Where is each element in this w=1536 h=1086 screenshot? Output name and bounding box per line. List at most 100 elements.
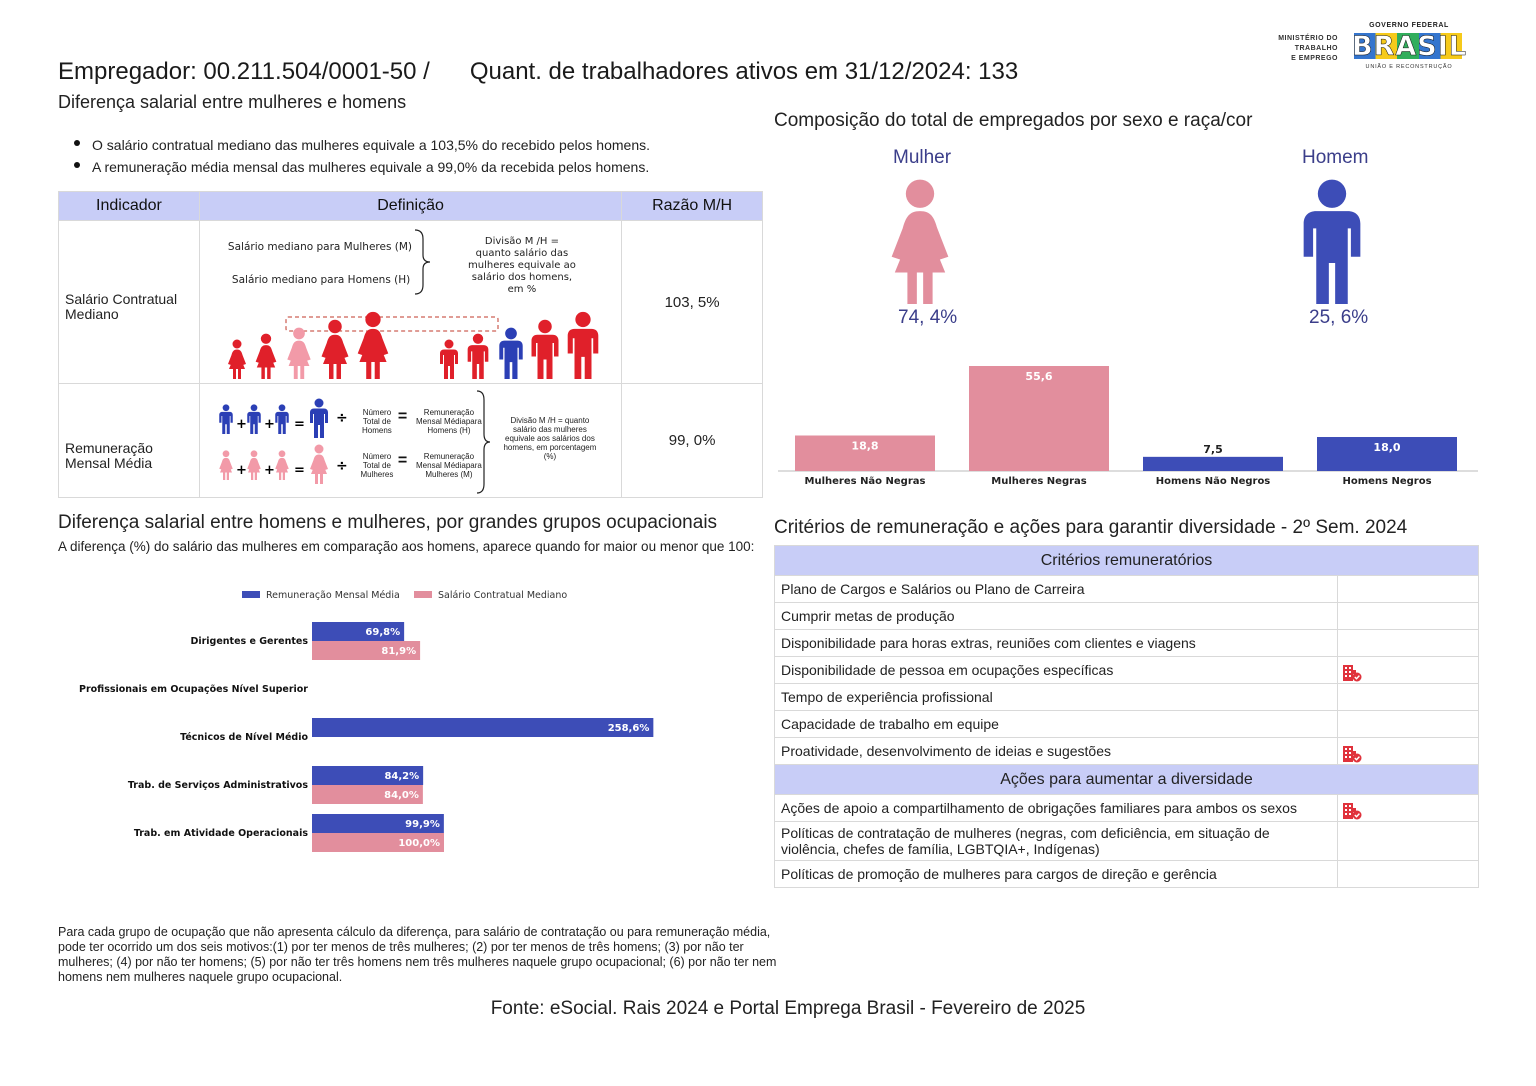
svg-text:+: + <box>236 417 247 432</box>
composition-bar-label: 18,0 <box>1373 441 1400 454</box>
composition-category-label: Mulheres Negras <box>991 476 1087 487</box>
svg-text:÷: ÷ <box>336 458 348 474</box>
man-icon <box>1303 179 1361 304</box>
ministry-line: TRABALHO <box>1294 45 1338 52</box>
section-remuneration-criteria: Critérios remuneratórios <box>774 545 1479 576</box>
def-women-remun: Remuneração Mensal Médiapara Mulheres (M… <box>416 452 482 479</box>
ratio-avg-remuneration: 99, 0% <box>621 383 763 498</box>
page-title: Empregador: 00.211.504/0001-50 /Quant. d… <box>58 58 1018 86</box>
criteria-item-text: Políticas de promoção de mulheres para c… <box>774 860 1338 888</box>
category-label: Técnicos de Nível Médio <box>180 732 308 743</box>
men-percentage: 25, 6% <box>1309 307 1369 328</box>
gov-logo-bottom: UNIÃO E RECONSTRUÇÃO <box>1365 64 1453 70</box>
composition-bar-label: 55,6 <box>1025 370 1052 383</box>
svg-text:+: + <box>264 463 275 478</box>
footnote: Para cada grupo de ocupação que não apre… <box>58 925 777 984</box>
occupational-bar <box>312 718 654 737</box>
criteria-row: Políticas de promoção de mulheres para c… <box>774 860 1479 888</box>
women-label: Mulher <box>893 147 952 168</box>
composition-bar <box>795 435 935 471</box>
criteria-row: Tempo de experiência profissional <box>774 683 1479 711</box>
occupational-bar-label: 100,0% <box>398 838 440 849</box>
criteria-item-text: Plano de Cargos e Salários ou Plano de C… <box>774 575 1338 603</box>
category-label: Dirigentes e Gerentes <box>190 636 308 647</box>
criteria-mark-cell <box>1337 629 1479 657</box>
composition-title: Composição do total de empregados por se… <box>774 110 1253 131</box>
occupational-bar <box>312 833 444 852</box>
criteria-mark-cell <box>1337 860 1479 888</box>
ministry-line: E EMPREGO <box>1291 55 1338 62</box>
svg-text:÷: ÷ <box>336 410 348 426</box>
legend-label: Salário Contratual Mediano <box>438 590 567 601</box>
men-label: Homem <box>1302 147 1369 168</box>
criteria-title: Critérios de remuneração e ações para ga… <box>774 517 1408 538</box>
composition-category-label: Homens Não Negros <box>1156 476 1271 487</box>
criteria-mark-cell <box>1337 821 1479 861</box>
composition-category-label: Mulheres Não Negras <box>805 476 926 487</box>
occupational-bar <box>312 785 423 804</box>
svg-text:=: = <box>294 463 305 478</box>
svg-text:+: + <box>236 463 247 478</box>
svg-text:+: + <box>264 417 275 432</box>
criteria-mark-cell <box>1337 575 1479 603</box>
col-indicator: Indicador <box>58 191 200 221</box>
category-label: Profissionais em Ocupações Nível Superio… <box>79 684 308 695</box>
gov-logo-top: GOVERNO FEDERAL <box>1369 22 1449 29</box>
def-men-count: Número Total de Homens <box>362 408 392 435</box>
criteria-mark-cell <box>1337 794 1479 822</box>
criteria-mark-cell <box>1337 602 1479 630</box>
occupational-bar-label: 84,0% <box>384 790 419 801</box>
def-division-remun: Divisão M /H = quanto salário das mulher… <box>503 416 597 461</box>
indicator-table: Indicador Definição Razão M/H Salário Co… <box>58 191 763 498</box>
source-note: Fonte: eSocial. Rais 2024 e Portal Empre… <box>490 998 1086 1019</box>
occupational-bar <box>312 641 421 660</box>
indicator-contract-salary: Salário Contratual Mediano <box>58 220 200 384</box>
ministry-logo: MINISTÉRIO DO TRABALHO E EMPREGO <box>1258 34 1338 64</box>
occupational-title: Diferença salarial entre homens e mulher… <box>58 512 718 533</box>
bullet-contract-salary: O salário contratual mediano das mulhere… <box>72 134 650 156</box>
summary-bullets: O salário contratual mediano das mulhere… <box>72 134 650 178</box>
indicator-avg-remuneration: Remuneração Mensal Média <box>58 383 200 498</box>
criteria-item-text: Cumprir metas de produção <box>774 602 1338 630</box>
criteria-row: Proatividade, desenvolvimento de ideias … <box>774 737 1479 765</box>
criteria-mark-cell <box>1337 737 1479 765</box>
col-ratio: Razão M/H <box>621 191 763 221</box>
criteria-mark-cell <box>1337 710 1479 738</box>
definition-contract-salary: Salário mediano para Mulheres (M) Salári… <box>198 220 623 384</box>
definition-avg-remuneration: + + = ÷ + + = ÷ Número Total de Home <box>198 383 623 498</box>
svg-text:=: = <box>294 417 305 432</box>
salary-figures-illustration <box>227 311 599 379</box>
ratio-contract-salary: 103, 5% <box>621 220 763 384</box>
criteria-row: Ações de apoio a compartilhamento de obr… <box>774 794 1479 822</box>
criteria-item-text: Políticas de contratação de mulheres (ne… <box>774 821 1338 861</box>
section-diversity-actions: Ações para aumentar a diversidade <box>774 764 1479 795</box>
remuneration-figures-illustration: + + = ÷ + + = ÷ <box>219 398 348 484</box>
building-check-icon <box>1342 664 1362 682</box>
occupational-subtitle: A diferença (%) do salário das mulheres … <box>58 539 755 554</box>
salary-difference-subtitle: Diferença salarial entre mulheres e home… <box>58 92 407 112</box>
composition-bar <box>1317 437 1457 471</box>
occupational-bar-label: 81,9% <box>381 646 416 657</box>
occupational-bar-label: 84,2% <box>384 771 419 782</box>
criteria-item-text: Disponibilidade para horas extras, reuni… <box>774 629 1338 657</box>
criteria-row: Capacidade de trabalho em equipe <box>774 710 1479 738</box>
category-label: Trab. em Atividade Operacionais <box>134 828 309 839</box>
criteria-item-text: Tempo de experiência profissional <box>774 683 1338 711</box>
legend-swatch <box>242 591 260 598</box>
def-men-median: Salário mediano para Homens (H) <box>231 274 411 286</box>
woman-icon <box>891 179 949 304</box>
def-men-remun: Remuneração Mensal Médiapara Homens (H) <box>416 408 482 435</box>
brace-icon <box>476 390 490 494</box>
building-check-icon <box>1342 745 1362 763</box>
occupational-bar <box>312 766 424 785</box>
category-label: Trab. de Serviços Administrativos <box>128 780 308 791</box>
criteria-mark-cell <box>1337 656 1479 684</box>
composition-category-label: Homens Negros <box>1342 476 1431 487</box>
composition-bar-label: 7,5 <box>1203 443 1223 456</box>
occupational-bar-label: 258,6% <box>608 723 650 734</box>
composition-bar-label: 18,8 <box>851 439 878 452</box>
gov-logo-word: BRASIL <box>1352 31 1467 63</box>
